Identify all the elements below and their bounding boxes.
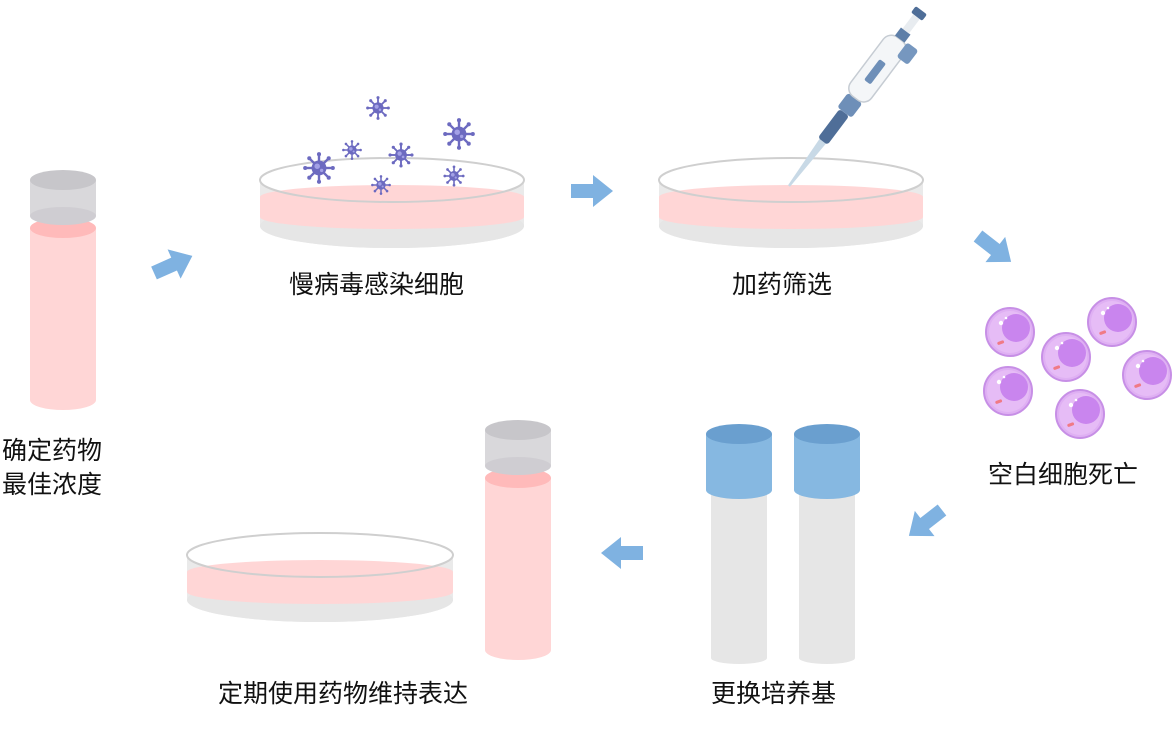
label-infect: 慢病毒感染细胞 <box>289 270 465 299</box>
cell-icon <box>1087 297 1137 347</box>
virus-icon <box>443 118 475 150</box>
label-screen: 加药筛选 <box>732 270 833 299</box>
virus-icon <box>366 96 390 120</box>
arrow-icon <box>571 175 613 207</box>
arrow-icon <box>147 241 199 288</box>
label-death: 空白细胞死亡 <box>988 460 1139 489</box>
dish-infect <box>259 157 525 248</box>
dish-maintain <box>186 532 454 622</box>
label-determine-concentration: 确定药物 最佳浓度 <box>2 434 122 502</box>
cell-icon <box>983 366 1033 416</box>
virus-icon <box>388 142 414 168</box>
cell-icon <box>1041 332 1091 382</box>
virus-icon <box>342 140 362 160</box>
tube-medium-left <box>706 424 772 664</box>
vial-maintain <box>485 420 551 660</box>
dish-screen <box>658 157 924 248</box>
vial-determine <box>30 170 96 410</box>
tube-medium-right <box>794 424 860 664</box>
arrow-icon <box>968 223 1021 275</box>
label-medium: 更换培养基 <box>711 679 837 708</box>
arrow-icon <box>899 497 952 549</box>
label-determine-line1: 确定药物 <box>2 436 103 465</box>
cell-icon <box>1055 389 1105 439</box>
virus-icon <box>303 152 335 184</box>
cell-icon <box>1122 350 1172 400</box>
label-maintain: 定期使用药物维持表达 <box>218 679 469 708</box>
arrow-icon <box>601 537 643 569</box>
cell-icon <box>985 307 1035 357</box>
virus-icon <box>371 175 391 195</box>
pipette-icon <box>788 6 927 187</box>
label-determine-line2: 最佳浓度 <box>2 470 103 499</box>
virus-icon <box>443 165 465 187</box>
